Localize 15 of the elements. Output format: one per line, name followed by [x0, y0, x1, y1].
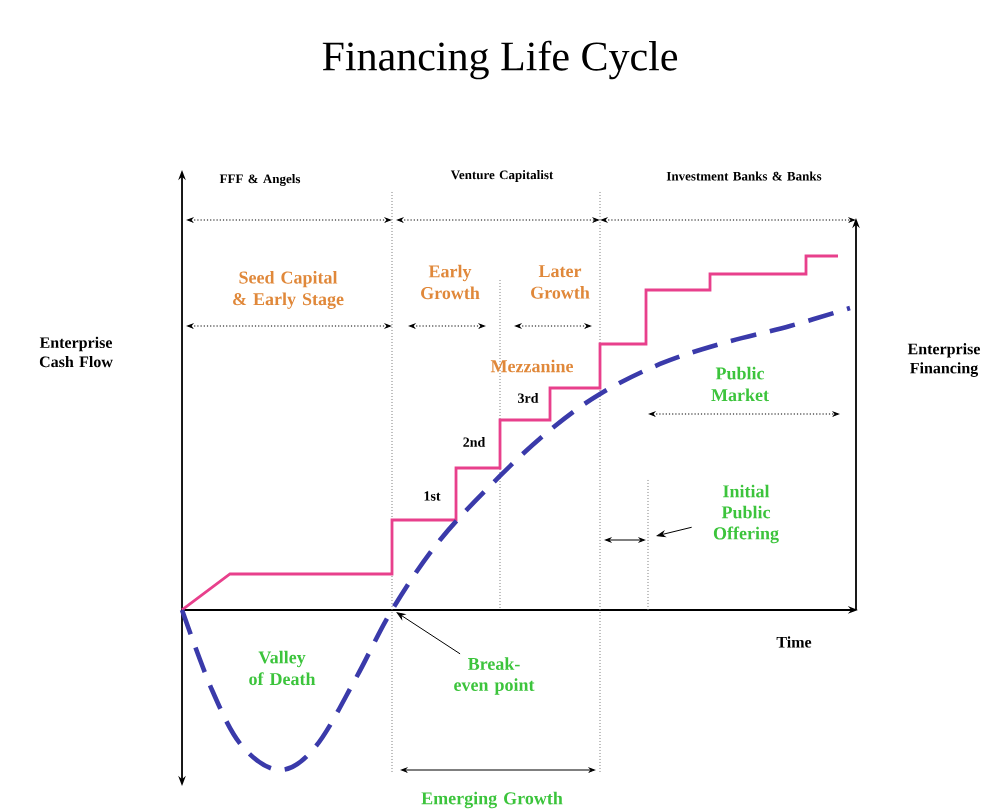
market-label: Public Market [711, 366, 769, 402]
region-label: Valley of Death [249, 650, 316, 686]
axis-label: Time [776, 636, 812, 648]
axis-label: Enterprise Financing [907, 343, 980, 377]
axis-label: Enterprise Cash Flow [39, 336, 113, 368]
leader-line [396, 612, 461, 655]
chart-title: Financing Life Cycle [322, 40, 678, 80]
stage-label: Later Growth [531, 265, 590, 299]
stage-label: Mezzanine [490, 359, 574, 373]
phase-label: Emerging Growth [421, 791, 563, 809]
stage-label: Seed Capital & Early Stage [233, 270, 344, 310]
callout-text: Initial Public Offering [713, 484, 779, 544]
stage-label: Early Growth [421, 264, 480, 300]
callout-text: Break-even point [454, 657, 535, 695]
leader-line [656, 526, 693, 538]
